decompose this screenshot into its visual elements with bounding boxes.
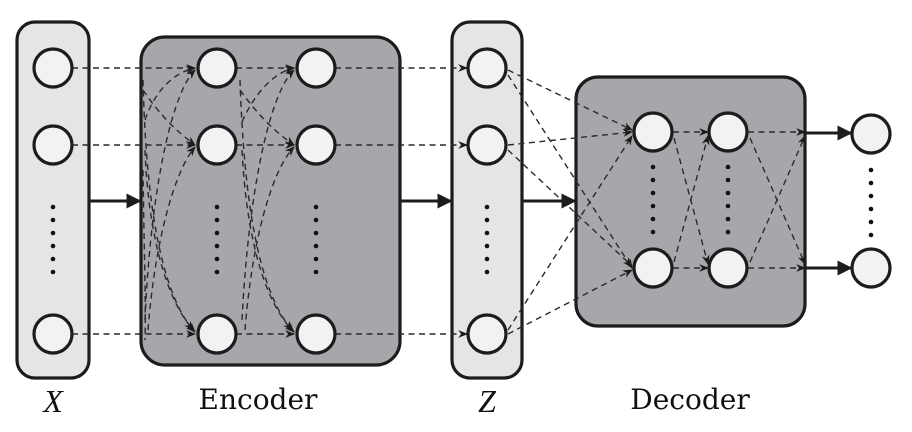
ellipsis-dot [50, 204, 56, 210]
ellipsis-dot [214, 230, 220, 236]
latent-nodes [466, 47, 508, 355]
ellipsis-dot [50, 256, 56, 262]
input-node [32, 124, 74, 166]
encoder-layer-1-nodes [196, 47, 238, 355]
ellipsis-dot [868, 167, 874, 173]
ellipsis-dot [725, 164, 731, 170]
encoder-node [196, 47, 238, 89]
ellipsis-dot [313, 256, 319, 262]
ellipsis-dot [868, 180, 874, 186]
input-node [32, 47, 74, 89]
ellipsis-dot [313, 217, 319, 223]
ellipsis-dot [50, 217, 56, 223]
ellipsis-dot [484, 204, 490, 210]
encoder-panel [139, 35, 402, 367]
output-node [850, 247, 892, 289]
decoder-node [707, 111, 749, 153]
ellipsis-dot [214, 243, 220, 249]
decoder-layer-2-nodes [707, 111, 749, 289]
ellipsis-dot [484, 256, 490, 262]
decoder-label: Decoder [630, 383, 750, 416]
decoder-node [632, 247, 674, 289]
ellipsis-dot [650, 216, 656, 222]
ellipsis-dot [313, 230, 319, 236]
input-node [32, 313, 74, 355]
ellipsis-dot [650, 177, 656, 183]
encoder-node [295, 313, 337, 355]
ellipsis-dot [484, 230, 490, 236]
input-nodes [32, 47, 74, 355]
ellipsis-dot [313, 204, 319, 210]
ellipsis-dot [725, 229, 731, 235]
ellipsis-dot [484, 269, 490, 275]
encoder-node [196, 124, 238, 166]
ellipsis-dot [725, 190, 731, 196]
latent-label: Z [478, 383, 497, 419]
ellipsis-dot [214, 269, 220, 275]
ellipsis-dot [313, 269, 319, 275]
encoder-to-latent-connections [335, 64, 468, 338]
ellipsis-dot [650, 190, 656, 196]
ellipsis-dot [484, 243, 490, 249]
ellipsis-dot [313, 243, 319, 249]
ellipsis-dot [50, 269, 56, 275]
encoder-node [196, 313, 238, 355]
ellipsis-dot [868, 206, 874, 212]
latent-node [466, 124, 508, 166]
ellipsis-dot [650, 164, 656, 170]
ellipsis-dot [650, 203, 656, 209]
encoder-label: Encoder [199, 383, 319, 416]
ellipsis-dot [214, 217, 220, 223]
ellipsis-dot [484, 217, 490, 223]
ellipsis-dot [868, 193, 874, 199]
ellipsis-dot [214, 256, 220, 262]
encoder-layer-2-nodes [295, 47, 337, 355]
output-nodes [850, 113, 892, 289]
ellipsis-dot [725, 177, 731, 183]
ellipsis-dots [50, 164, 874, 275]
input-label: X [41, 383, 64, 419]
ellipsis-dot [868, 219, 874, 225]
ellipsis-dot [50, 243, 56, 249]
ellipsis-dot [650, 229, 656, 235]
encoder-internal-connections [236, 64, 295, 338]
decoder-node [632, 111, 674, 153]
encoder-node [295, 124, 337, 166]
decoder-layer-1-nodes [632, 111, 674, 289]
latent-node [466, 313, 508, 355]
ellipsis-dot [725, 216, 731, 222]
encoder-node [295, 47, 337, 89]
decoder-internal-connections [673, 128, 806, 272]
ellipsis-dot [868, 232, 874, 238]
ellipsis-dot [214, 204, 220, 210]
input-to-encoder-connections [72, 64, 196, 341]
ellipsis-dot [50, 230, 56, 236]
decoder-node [707, 247, 749, 289]
ellipsis-dot [725, 203, 731, 209]
latent-node [466, 47, 508, 89]
output-node [850, 113, 892, 155]
